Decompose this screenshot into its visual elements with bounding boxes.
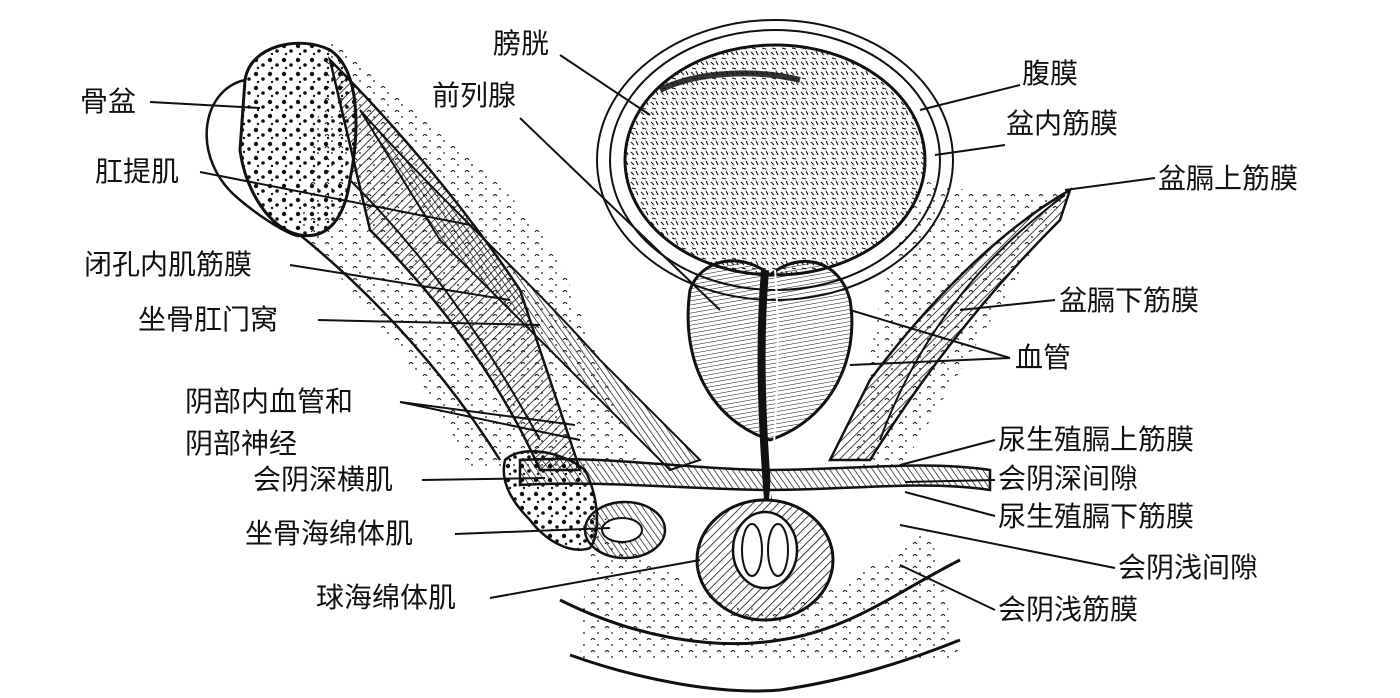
urogenital-diaphragm <box>518 457 992 492</box>
label-levator-ani: 肛提肌 <box>95 155 180 188</box>
label-endopelvic-fascia: 盆内筋膜 <box>1006 107 1119 140</box>
pelvic-bone-upper <box>238 41 358 238</box>
fat-tissue-bottom <box>580 500 960 660</box>
urethra <box>757 269 772 501</box>
prostate <box>686 259 854 442</box>
label-bulbospongiosus: 球海绵体肌 <box>316 581 457 614</box>
label-ischioanal-fossa: 坐骨肛门窝 <box>138 303 279 336</box>
label-vessels: 血管 <box>1015 341 1072 374</box>
label-prostate: 前列腺 <box>432 79 517 112</box>
leader-lines <box>149 54 1156 611</box>
label-peritoneum: 腹膜 <box>1022 57 1079 90</box>
label-pudendal-line1: 阴部内血管和 <box>185 385 354 418</box>
label-sup-diaphragm-fascia: 盆膈上筋膜 <box>1158 162 1299 195</box>
label-bladder: 膀胱 <box>493 27 550 60</box>
label-pudendal-line2: 阴部神经 <box>185 427 298 460</box>
label-superficial-perineal-space: 会阴浅间隙 <box>1118 551 1259 584</box>
bladder <box>623 43 927 277</box>
pelvic-bone-outer <box>205 78 302 238</box>
label-inf-diaphragm-fascia: 盆膈下筋膜 <box>1059 284 1200 317</box>
label-deep-transverse: 会阴深横肌 <box>253 463 394 496</box>
label-inf-urogenital-fascia: 尿生殖膈下筋膜 <box>998 500 1195 533</box>
label-sup-urogenital-fascia: 尿生殖膈上筋膜 <box>998 423 1195 456</box>
levator-band-right <box>827 187 1073 462</box>
label-superficial-perineal-fascia: 会阴浅筋膜 <box>998 593 1139 626</box>
label-deep-perineal-space: 会阴深间隙 <box>998 462 1139 495</box>
label-ischiocavernosus: 坐骨海绵体肌 <box>245 517 414 550</box>
label-obturator-fascia: 闭孔内肌筋膜 <box>84 248 253 281</box>
label-pelvis: 骨盆 <box>80 85 137 118</box>
